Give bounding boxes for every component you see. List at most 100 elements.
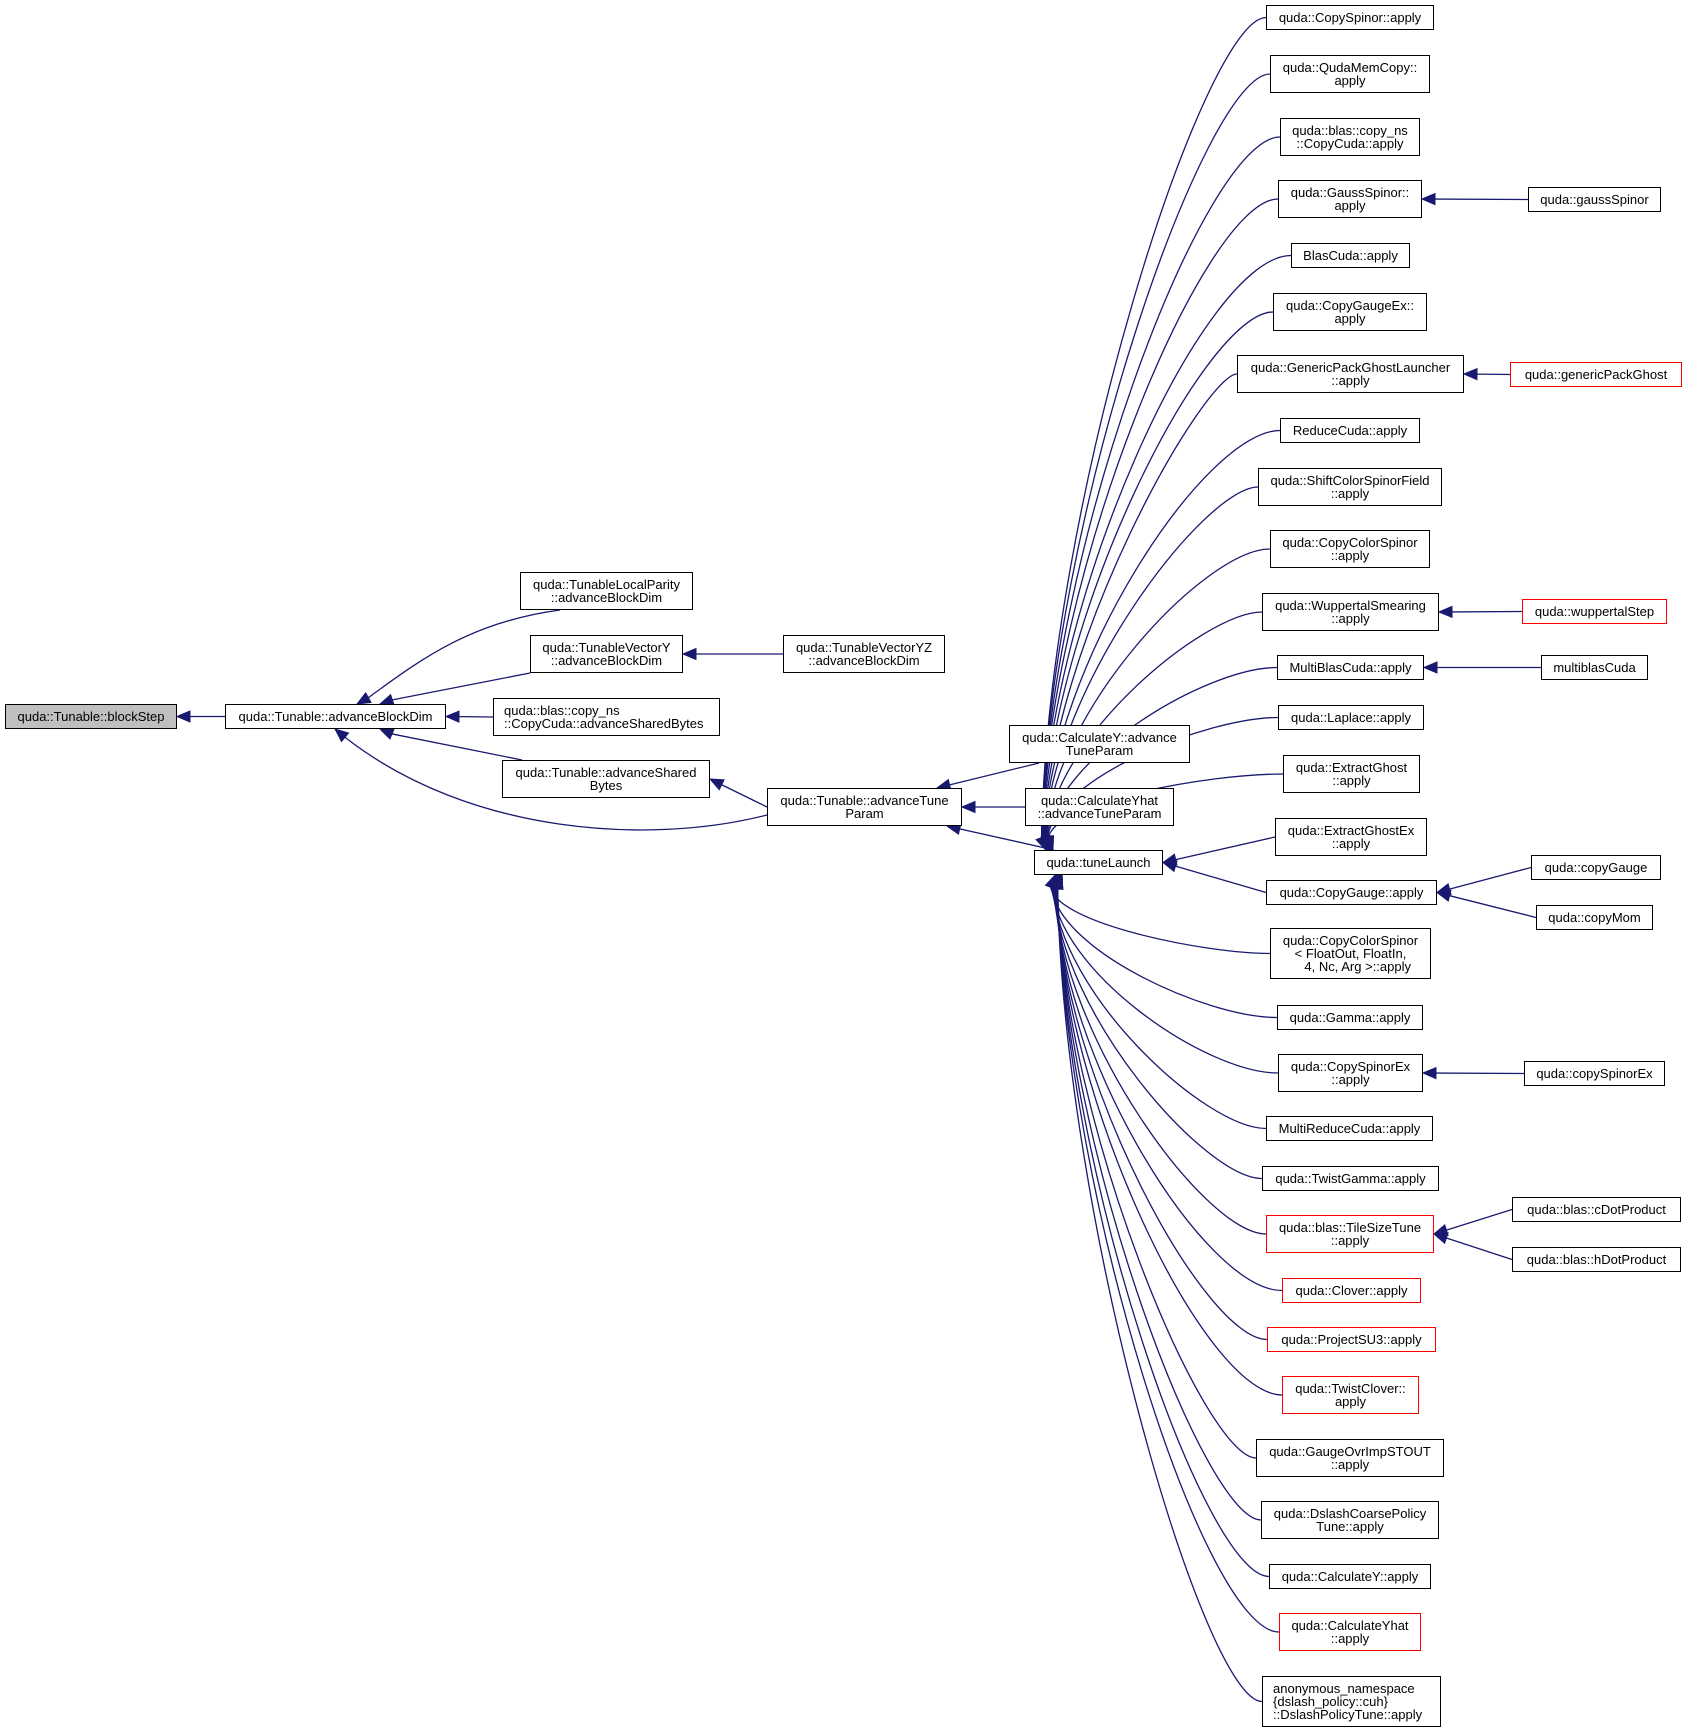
- edge-calcYhatApply-to-tuneLaunch: [1056, 887, 1280, 1633]
- node-gauss-spinor-a[interactable]: quda::GaussSpinor:: apply: [1278, 180, 1422, 218]
- node-vector-y-z[interactable]: quda::TunableVectorYZ ::advanceBlockDim: [783, 635, 945, 673]
- node-tile-size-tune[interactable]: quda::blas::TileSizeTune ::apply: [1266, 1215, 1434, 1253]
- node-copy-c-s-template[interactable]: quda::CopyColorSpinor < FloatOut, FloatI…: [1270, 928, 1431, 979]
- node-copy-cuda-s-b[interactable]: quda::blas::copy_ns ::CopyCuda::advanceS…: [493, 698, 720, 736]
- node-calc-yhat-apply[interactable]: quda::CalculateYhat ::apply: [1279, 1613, 1421, 1651]
- edge-copyGauge-to-copyGaugeA: [1449, 866, 1532, 890]
- node-blas-copy-cuda[interactable]: quda::blas::copy_ns ::CopyCuda::apply: [1280, 118, 1420, 156]
- node-copy-spinor-ex-a[interactable]: quda::CopySpinorEx ::apply: [1278, 1054, 1423, 1092]
- edge-shiftCSF-to-tuneLaunch: [1044, 486, 1259, 838]
- node-extract-ghost[interactable]: quda::ExtractGhost ::apply: [1283, 755, 1420, 793]
- edge-advTuneParam-to-advSharedBytes: [721, 784, 768, 808]
- arrowhead-icon: [175, 710, 191, 723]
- edge-gaugeOvr-to-tuneLaunch: [1056, 887, 1257, 1459]
- arrowhead-icon: [355, 691, 372, 705]
- arrowhead-icon: [1420, 192, 1436, 206]
- edge-calcYapply-to-tuneLaunch: [1056, 887, 1270, 1578]
- node-adv-shared-bytes[interactable]: quda::Tunable::advanceShared Bytes: [502, 760, 710, 798]
- node-copy-spinor-ex[interactable]: quda::copySpinorEx: [1524, 1061, 1665, 1086]
- edge-twistGamma-to-tuneLaunch: [1052, 887, 1263, 1180]
- node-local-parity[interactable]: quda::TunableLocalParity ::advanceBlockD…: [520, 572, 693, 610]
- edge-qudaMemCopy-to-tuneLaunch: [1040, 73, 1271, 838]
- node-calc-yapply[interactable]: quda::CalculateY::apply: [1269, 1564, 1431, 1589]
- edge-gamma-to-tuneLaunch: [1050, 887, 1278, 1019]
- node-gen-pack-launcher[interactable]: quda::GenericPackGhostLauncher ::apply: [1237, 355, 1464, 393]
- edge-projectSU3-to-tuneLaunch: [1054, 887, 1268, 1341]
- edge-tuneLaunch-to-advTuneParam: [959, 828, 1055, 851]
- arrowhead-icon: [1432, 1232, 1449, 1245]
- edge-clover-to-tuneLaunch: [1054, 887, 1283, 1292]
- arrowhead-icon: [378, 728, 395, 740]
- node-gauss-spinor[interactable]: quda::gaussSpinor: [1528, 187, 1661, 212]
- node-copy-color-spinor[interactable]: quda::CopyColorSpinor ::apply: [1270, 530, 1430, 568]
- node-copy-gauge-a[interactable]: quda::CopyGauge::apply: [1266, 880, 1437, 905]
- arrowhead-icon: [1422, 661, 1438, 674]
- arrowhead-icon: [708, 778, 725, 791]
- edge-advTuneParam-to-advanceBlockDim: [344, 736, 768, 831]
- node-blas-cuda[interactable]: BlasCuda::apply: [1291, 243, 1410, 268]
- arrowhead-icon: [1462, 367, 1478, 381]
- node-calc-ytp[interactable]: quda::CalculateY::advance TuneParam: [1009, 725, 1190, 763]
- node-extract-ghost-ex[interactable]: quda::ExtractGhostEx ::apply: [1275, 818, 1427, 856]
- node-quda-mem-copy[interactable]: quda::QudaMemCopy:: apply: [1270, 55, 1430, 93]
- node-twist-clover[interactable]: quda::TwistClover:: apply: [1282, 1376, 1419, 1414]
- node-calc-yhat-tp[interactable]: quda::CalculateYhat ::advanceTuneParam: [1025, 788, 1174, 826]
- node-project-s-u3[interactable]: quda::ProjectSU3::apply: [1267, 1327, 1436, 1352]
- edge-localParity-to-advanceBlockDim: [367, 609, 561, 699]
- arrowhead-icon: [1421, 1066, 1437, 1080]
- node-clover[interactable]: quda::Clover::apply: [1282, 1278, 1421, 1303]
- node-reduce-cuda[interactable]: ReduceCuda::apply: [1280, 418, 1420, 443]
- arrowhead-icon: [681, 647, 697, 661]
- edge-vectorY-to-advanceBlockDim: [392, 672, 531, 701]
- node-copy-spinor[interactable]: quda::CopySpinor::apply: [1266, 5, 1434, 30]
- node-multi-reduce[interactable]: MultiReduceCuda::apply: [1266, 1116, 1433, 1141]
- arrowhead-icon: [334, 728, 350, 743]
- node-dslash-policy[interactable]: anonymous_namespace {dslash_policy::cuh}…: [1262, 1676, 1441, 1727]
- node-block-step[interactable]: quda::Tunable::blockStep: [5, 704, 177, 729]
- node-multi-blas-a[interactable]: MultiBlasCuda::apply: [1277, 655, 1424, 680]
- node-gamma[interactable]: quda::Gamma::apply: [1277, 1005, 1423, 1030]
- edge-gaussSpinorA-to-tuneLaunch: [1040, 198, 1279, 838]
- node-laplace[interactable]: quda::Laplace::apply: [1278, 705, 1424, 730]
- arrowhead-icon: [1437, 605, 1453, 619]
- edge-copySpinor-to-tuneLaunch: [1040, 16, 1267, 838]
- edge-twistClover-to-tuneLaunch: [1055, 887, 1283, 1396]
- node-adv-tune-param[interactable]: quda::Tunable::advanceTune Param: [767, 788, 962, 826]
- arrowhead-icon: [960, 800, 976, 814]
- edge-genPackLauncher-to-tuneLaunch: [1042, 373, 1238, 838]
- edge-blasCopyCuda-to-tuneLaunch: [1040, 136, 1281, 838]
- arrowhead-icon: [444, 710, 460, 723]
- edge-multiReduce-to-tuneLaunch: [1052, 887, 1267, 1130]
- node-gauge-ovr[interactable]: quda::GaugeOvrImpSTOUT ::apply: [1256, 1439, 1444, 1477]
- node-multiblas-cuda[interactable]: multiblasCuda: [1541, 655, 1648, 680]
- node-wuppertal-a[interactable]: quda::WuppertalSmearing ::apply: [1262, 593, 1439, 631]
- node-copy-mom[interactable]: quda::copyMom: [1536, 905, 1653, 930]
- edge-copyGaugeA-to-tuneLaunch: [1175, 865, 1267, 894]
- node-dslash-coarse[interactable]: quda::DslashCoarsePolicy Tune::apply: [1261, 1501, 1439, 1539]
- edge-copyMom-to-copyGaugeA: [1449, 895, 1537, 919]
- node-h-dot[interactable]: quda::blas::hDotProduct: [1512, 1247, 1681, 1272]
- node-c-dot[interactable]: quda::blas::cDotProduct: [1512, 1197, 1681, 1222]
- node-twist-gamma[interactable]: quda::TwistGamma::apply: [1262, 1166, 1439, 1191]
- edge-copyCSTemplate-to-tuneLaunch: [1050, 887, 1271, 955]
- node-copy-gauge[interactable]: quda::copyGauge: [1531, 855, 1661, 880]
- arrowhead-icon: [1435, 889, 1452, 902]
- edge-dslashCoarse-to-tuneLaunch: [1056, 887, 1262, 1521]
- node-shift-c-s-f[interactable]: quda::ShiftColorSpinorField ::apply: [1258, 468, 1442, 506]
- edge-copySpinorExA-to-tuneLaunch: [1051, 887, 1279, 1074]
- node-copy-gauge-ex[interactable]: quda::CopyGaugeEx:: apply: [1273, 293, 1427, 331]
- arrowhead-icon: [1042, 835, 1055, 852]
- edge-dslashPolicy-to-tuneLaunch: [1056, 887, 1263, 1703]
- node-gen-pack-ghost[interactable]: quda::genericPackGhost: [1510, 362, 1682, 387]
- node-wuppertal-step[interactable]: quda::wuppertalStep: [1522, 599, 1667, 624]
- arrowhead-icon: [1051, 873, 1064, 890]
- node-advance-block-dim[interactable]: quda::Tunable::advanceBlockDim: [225, 704, 446, 729]
- edge-cDot-to-tileSizeTune: [1446, 1208, 1513, 1231]
- node-vector-y[interactable]: quda::TunableVectorY ::advanceBlockDim: [530, 635, 683, 673]
- edge-reduceCuda-to-tuneLaunch: [1043, 429, 1281, 838]
- edge-advSharedBytes-to-advanceBlockDim: [391, 733, 523, 761]
- edge-tileSizeTune-to-tuneLaunch: [1053, 887, 1267, 1235]
- edge-calcYtp-to-advTuneParam: [949, 762, 1040, 786]
- node-tune-launch[interactable]: quda::tuneLaunch: [1034, 850, 1163, 875]
